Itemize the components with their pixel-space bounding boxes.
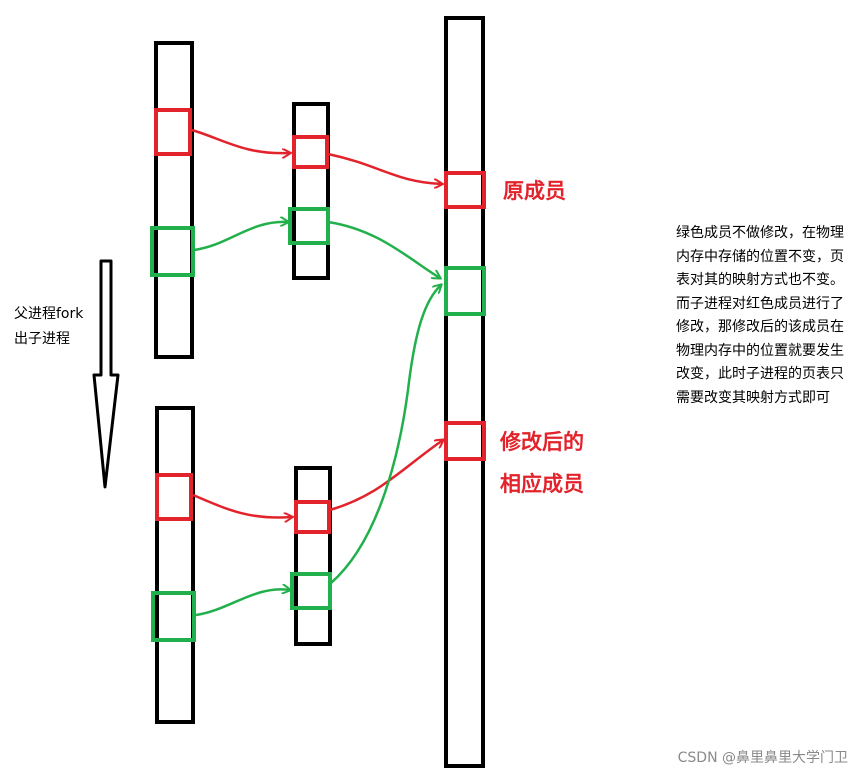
child-table-green-to-physical-arrow — [330, 285, 441, 584]
fork-label: 父进程fork 出子进程 — [14, 302, 104, 352]
child-green-member — [151, 591, 196, 642]
parent-table-green-to-physical-arrow — [327, 220, 440, 278]
modified-member-line1: 修改后的 — [500, 430, 584, 454]
parent-red-member — [154, 108, 192, 156]
fork-label-line1: 父进程fork — [14, 306, 84, 322]
child-table-red-to-physical-arrow — [329, 440, 443, 512]
physical-modified-red-member — [444, 421, 486, 461]
explanation-note: 绿色成员不做修改，在物理内存中存储的位置不变，页表对其的映射方式也不变。而子进程… — [676, 225, 844, 406]
physical-green-member — [444, 266, 486, 316]
parent-page-table — [292, 102, 330, 280]
child-table-red-entry — [294, 500, 331, 534]
child-virtual-space — [155, 406, 195, 724]
parent-green-member — [150, 226, 195, 277]
parent-table-red-entry — [292, 135, 329, 169]
parent-green-to-table-arrow — [193, 222, 288, 252]
fork-down-arrow — [92, 259, 120, 489]
fork-label-line2: 出子进程 — [14, 331, 70, 347]
modified-member-label: 修改后的 相应成员 — [500, 421, 584, 505]
original-member-text: 原成员 — [503, 179, 566, 203]
child-green-to-table-arrow — [195, 589, 290, 617]
parent-table-red-to-physical-arrow — [327, 152, 442, 184]
parent-red-to-table-arrow — [191, 128, 290, 153]
physical-original-red-member — [444, 171, 486, 209]
parent-virtual-space — [154, 41, 194, 359]
child-red-to-table-arrow — [192, 493, 292, 518]
original-member-label: 原成员 — [503, 170, 566, 212]
modified-member-line2: 相应成员 — [500, 472, 584, 496]
physical-memory — [444, 16, 485, 768]
child-page-table — [294, 466, 332, 646]
child-red-member — [155, 473, 193, 521]
watermark: CSDN @鼻里鼻里大学门卫 — [677, 750, 848, 766]
